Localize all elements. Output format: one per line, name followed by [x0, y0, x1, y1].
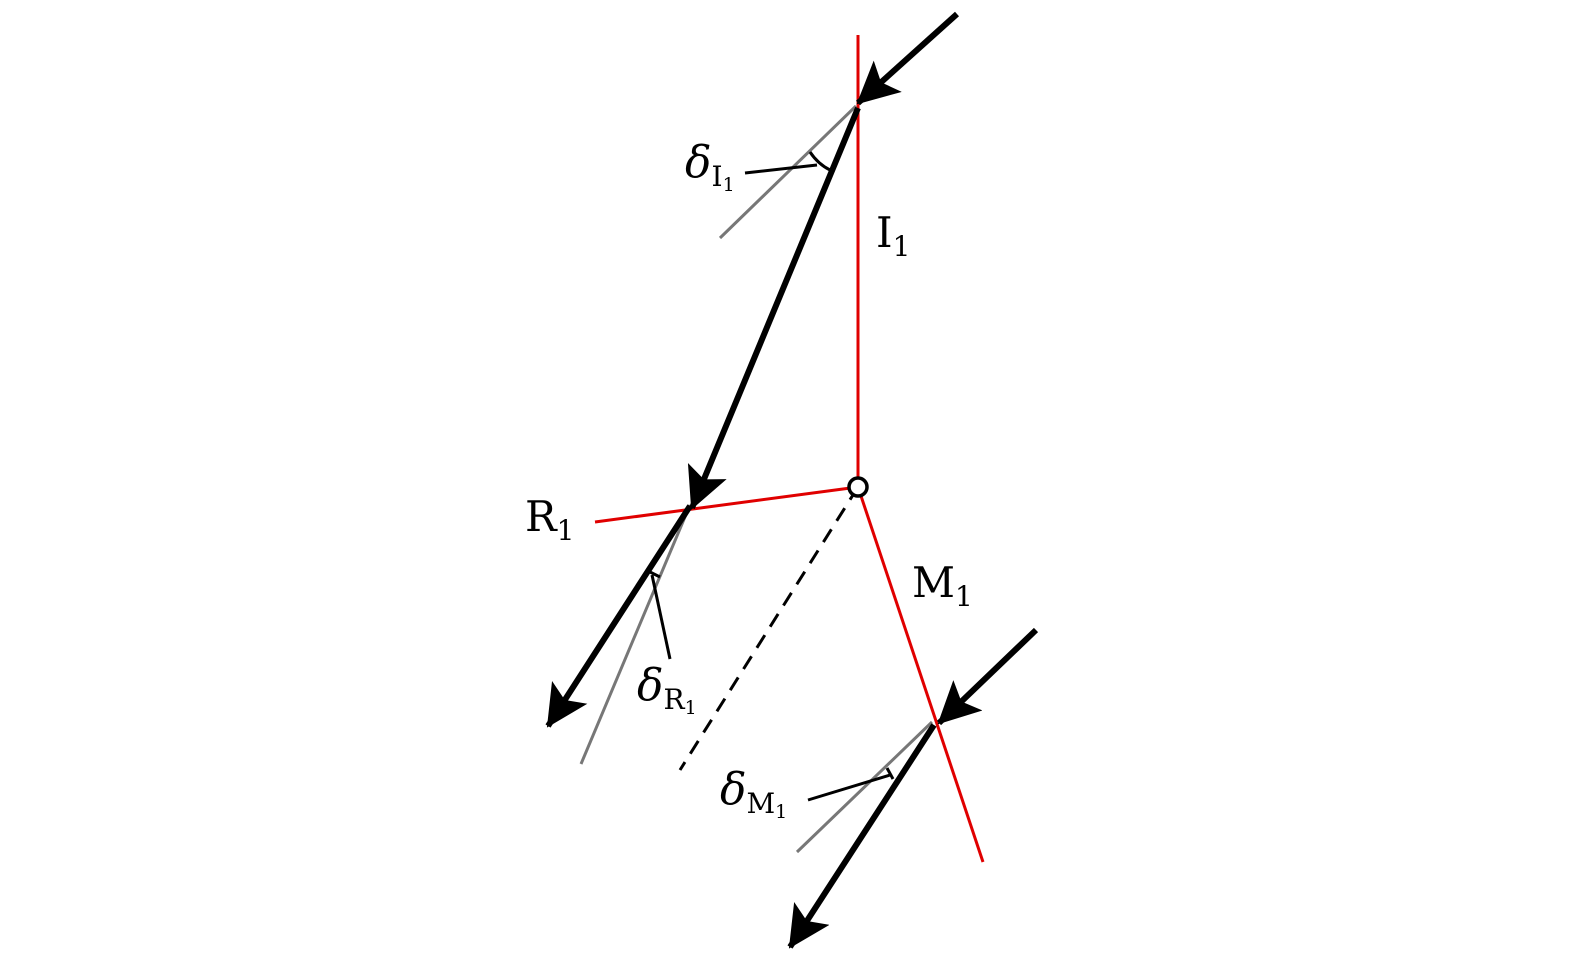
- rays: [545, 11, 1039, 949]
- label-i1: I1: [876, 208, 910, 263]
- axis-r1: [594, 485, 859, 524]
- guide-line-i1: [718, 104, 858, 240]
- dashed-line: [678, 486, 860, 771]
- guide-line-m1: [795, 720, 934, 854]
- angle-arc-m1: [885, 767, 895, 780]
- ray-m1-out: [787, 723, 937, 949]
- label-r1: R1: [525, 492, 574, 547]
- label-m1: M1: [912, 558, 973, 613]
- guide-line-r1: [579, 504, 692, 765]
- label-delta-r1: δR1: [637, 660, 697, 719]
- incoming-arrow-top: [855, 11, 960, 106]
- label-delta-m1: δM1: [720, 764, 787, 823]
- ray-i1-to-r1: [687, 106, 861, 510]
- angle-arcs: [647, 151, 895, 780]
- leader-delta-m1: [807, 773, 891, 802]
- incoming-arrow-m1: [936, 627, 1039, 726]
- leader-lines: [650, 163, 891, 802]
- axis-m1: [856, 486, 985, 863]
- leader-delta-r1: [650, 574, 672, 660]
- guide-lines: [579, 104, 934, 854]
- label-delta-i1: δI1: [685, 137, 735, 196]
- leader-delta-i1: [744, 163, 818, 175]
- angle-arc-i1: [808, 151, 831, 172]
- ray-r1-out: [545, 504, 693, 728]
- pivot-point: [847, 476, 869, 498]
